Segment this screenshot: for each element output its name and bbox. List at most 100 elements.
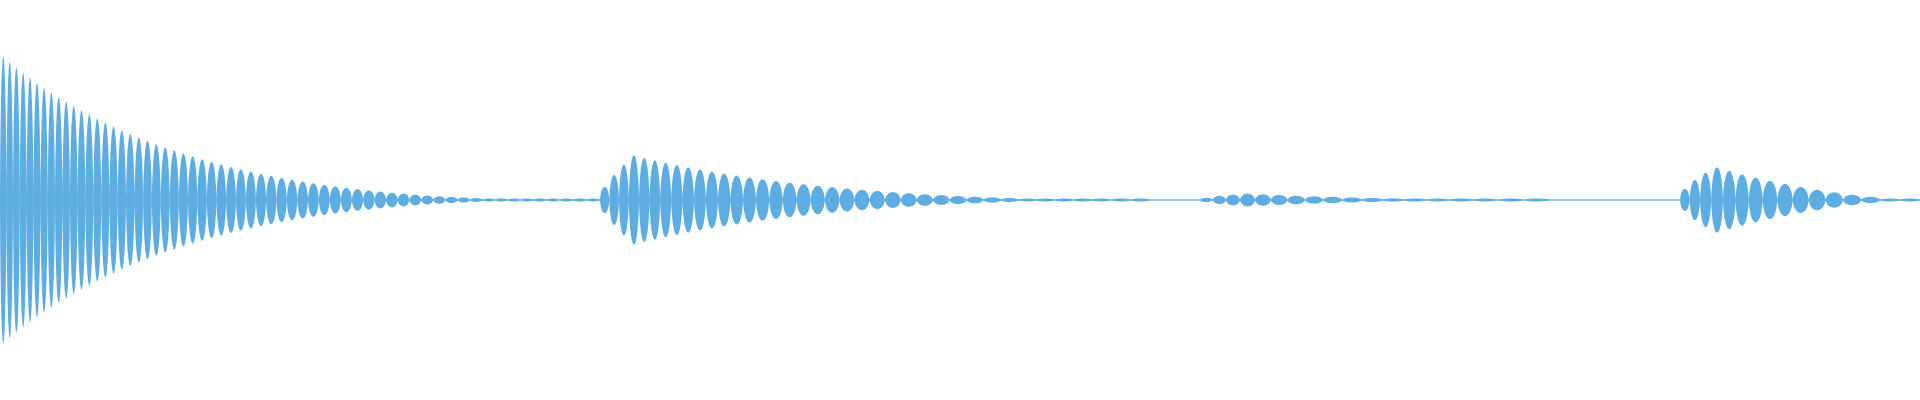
waveform-lobe bbox=[245, 171, 256, 229]
waveform-lobe bbox=[1880, 198, 1900, 202]
waveform-lobe bbox=[1498, 198, 1524, 202]
waveform-lobe bbox=[134, 137, 144, 263]
waveform-lobe bbox=[54, 97, 63, 303]
waveform-lobe bbox=[33, 82, 41, 318]
waveform-lobe bbox=[755, 179, 770, 221]
waveform-lobe bbox=[19, 72, 27, 328]
waveform-lobe bbox=[151, 144, 161, 256]
waveform-lobe bbox=[730, 175, 744, 225]
waveform-lobe bbox=[705, 171, 718, 229]
waveform-lobe bbox=[126, 133, 135, 267]
waveform-lobe bbox=[101, 122, 110, 278]
waveform-lobe bbox=[351, 189, 364, 211]
waveform-lobe bbox=[178, 153, 189, 247]
waveform-lobe bbox=[559, 198, 574, 202]
waveform-lobe bbox=[1700, 172, 1712, 228]
waveform-lobe bbox=[1212, 196, 1226, 204]
waveform-lobe bbox=[1323, 196, 1343, 204]
waveform-lobe bbox=[609, 175, 619, 225]
waveform-lobe bbox=[628, 155, 640, 245]
waveform-lobe bbox=[1426, 198, 1450, 202]
waveform-lobe bbox=[1304, 196, 1324, 204]
waveform-lobe bbox=[13, 67, 20, 333]
waveform-lobe bbox=[769, 180, 783, 220]
waveform-lobe bbox=[586, 198, 600, 202]
waveform-lobe bbox=[796, 184, 811, 216]
waveform-lobe bbox=[160, 147, 170, 253]
waveform-lobe bbox=[573, 198, 587, 202]
waveform-lobe bbox=[494, 198, 508, 202]
waveform-lobe bbox=[1777, 183, 1793, 217]
waveform-lobe bbox=[869, 191, 886, 209]
waveform-lobe bbox=[1899, 198, 1920, 202]
waveform-lobe bbox=[117, 130, 127, 270]
waveform-lobe bbox=[824, 187, 840, 213]
waveform-lobe bbox=[255, 173, 267, 227]
waveform-lobe bbox=[983, 197, 1001, 203]
waveform-lobe bbox=[618, 164, 629, 236]
waveform-lobe bbox=[169, 150, 179, 250]
waveform-lobe bbox=[109, 126, 118, 274]
waveform-lobe bbox=[1111, 198, 1131, 202]
waveform-lobe bbox=[397, 193, 410, 207]
waveform-lobe bbox=[276, 177, 287, 223]
waveform-lobe bbox=[639, 157, 650, 243]
waveform-lobe bbox=[916, 194, 934, 206]
waveform-lobe bbox=[949, 195, 967, 205]
waveform-lobe bbox=[47, 92, 55, 308]
waveform-lobe bbox=[743, 177, 756, 223]
waveform-lobe bbox=[1861, 196, 1881, 204]
waveform-lobe bbox=[40, 87, 48, 313]
waveform-lobe bbox=[1748, 177, 1763, 223]
waveform-lobe bbox=[206, 161, 217, 239]
waveform-lobe bbox=[1722, 170, 1736, 230]
waveform-lobe bbox=[694, 169, 706, 231]
waveform-lobe bbox=[363, 190, 375, 210]
waveform-lobe bbox=[1473, 198, 1499, 202]
waveform-lobe bbox=[600, 186, 610, 214]
waveform-lobe bbox=[340, 187, 352, 213]
waveform-lobe bbox=[1523, 198, 1550, 202]
waveform-lobe bbox=[469, 198, 483, 202]
waveform-lobe bbox=[1792, 186, 1809, 214]
waveform-lobe bbox=[854, 189, 870, 211]
waveform-lobe bbox=[308, 183, 319, 217]
waveform-lobe bbox=[286, 179, 298, 221]
waveform-lobe bbox=[62, 101, 70, 299]
waveform-lobe bbox=[1240, 193, 1256, 207]
waveform-lobe bbox=[839, 188, 855, 212]
waveform-lobe bbox=[266, 175, 277, 225]
waveform-channel bbox=[0, 56, 1920, 344]
waveform-lobe bbox=[1762, 180, 1778, 220]
waveform-lobe bbox=[966, 196, 984, 204]
waveform-lobe bbox=[1689, 179, 1701, 221]
waveform-lobe bbox=[1255, 194, 1271, 206]
waveform-lobe bbox=[1711, 167, 1723, 233]
waveform-lobe bbox=[93, 118, 102, 282]
waveform-lobe bbox=[445, 196, 458, 204]
waveform-lobe bbox=[1054, 198, 1074, 202]
waveform-lobe bbox=[717, 173, 731, 227]
waveform-lobe bbox=[546, 198, 560, 202]
waveform-lobe bbox=[1342, 197, 1362, 203]
waveform-lobe bbox=[421, 195, 434, 205]
waveform-lobe bbox=[1287, 195, 1305, 205]
waveform-lobe bbox=[1270, 195, 1288, 205]
waveform-lobe bbox=[457, 197, 470, 203]
waveform-lobe bbox=[533, 198, 547, 202]
waveform-lobe bbox=[197, 159, 207, 241]
waveform-lobe bbox=[1036, 198, 1055, 202]
waveform-lobe bbox=[1073, 198, 1092, 202]
waveform-lobe bbox=[1382, 198, 1405, 202]
waveform-lobe bbox=[409, 194, 422, 206]
waveform-lobe bbox=[1018, 198, 1037, 202]
waveform-lobe bbox=[1404, 198, 1427, 202]
waveform-lobe bbox=[1825, 192, 1843, 208]
waveform-lobe bbox=[143, 140, 152, 260]
waveform-lobe bbox=[885, 192, 901, 208]
waveform-lobe bbox=[216, 164, 227, 236]
waveform-lobe bbox=[1680, 189, 1690, 211]
waveform-lobe bbox=[682, 167, 695, 233]
waveform-lobe bbox=[1808, 189, 1826, 211]
